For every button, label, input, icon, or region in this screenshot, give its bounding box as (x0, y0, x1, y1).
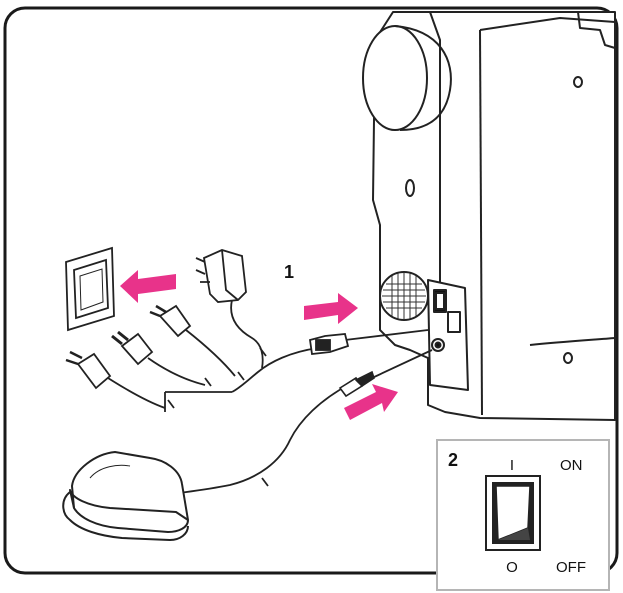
step-1-label: 1 (284, 262, 294, 282)
off-symbol: O (506, 559, 518, 576)
power-switch-inset: 2 I ON O OFF (436, 439, 610, 591)
plug-adapter-icon (195, 249, 247, 303)
arrow-left-icon (120, 270, 176, 303)
diagram-frame (3, 6, 619, 575)
step-2-label: 2 (448, 450, 458, 470)
on-label: ON (560, 457, 583, 474)
iec-plug-icon (308, 333, 350, 355)
arrow-right-icon (304, 293, 358, 324)
off-label: OFF (556, 559, 586, 576)
power-cords (107, 299, 433, 495)
arrow-right-icon (344, 384, 398, 420)
europlug-icon (149, 304, 192, 338)
round-plug-icon (65, 350, 112, 390)
direction-arrows (120, 270, 398, 420)
wall-socket-icon (65, 246, 115, 332)
on-symbol: I (510, 457, 514, 474)
us-plug-icon (111, 330, 154, 366)
sewing-machine-icon (362, 11, 616, 421)
rocker-switch-icon (485, 475, 541, 551)
foot-controller-icon (62, 451, 189, 541)
pin-plug-icon (338, 370, 375, 398)
